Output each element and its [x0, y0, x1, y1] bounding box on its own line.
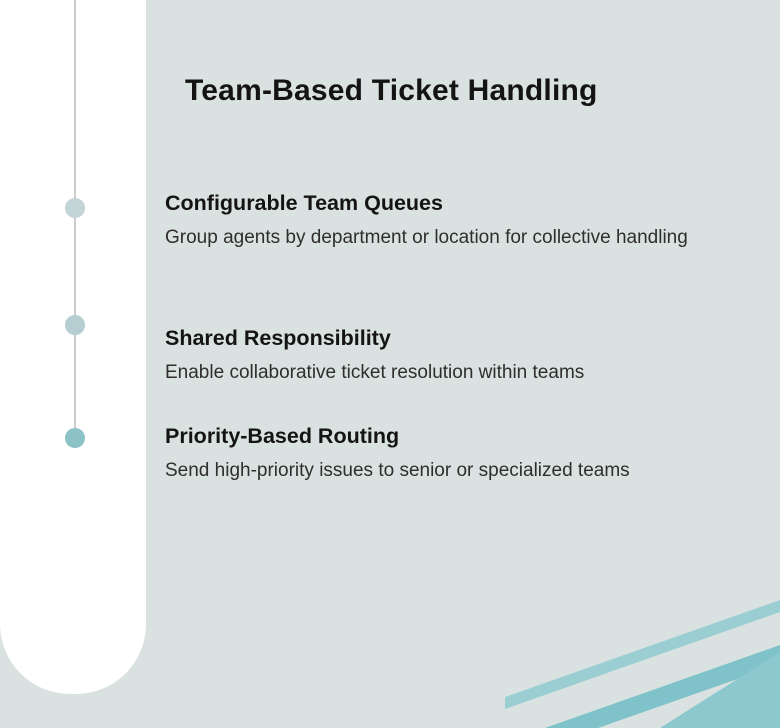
item-heading: Shared Responsibility	[165, 326, 391, 350]
item-heading: Priority-Based Routing	[165, 424, 400, 448]
corner-decoration	[505, 600, 780, 728]
deco-thick-stripe	[545, 645, 780, 728]
deco-thin-stripe	[505, 600, 780, 709]
item-description: Group agents by department or location f…	[165, 227, 688, 248]
timeline-dot-1	[65, 198, 85, 218]
timeline-dot-3	[65, 428, 85, 448]
timeline-item-1: Configurable Team Queues Group agents by…	[165, 191, 730, 253]
item-heading: Configurable Team Queues	[165, 191, 443, 215]
timeline-line	[74, 0, 76, 438]
timeline-item-3: Priority-Based Routing Send high-priorit…	[165, 424, 730, 486]
timeline-dot-2	[65, 315, 85, 335]
item-description: Enable collaborative ticket resolution w…	[165, 362, 585, 383]
timeline-item-2: Shared Responsibility Enable collaborati…	[165, 326, 730, 388]
left-panel	[0, 0, 146, 694]
item-description: Send high-priority issues to senior or s…	[165, 460, 630, 481]
page-title: Team-Based Ticket Handling	[185, 74, 598, 107]
deco-corner-triangle	[660, 652, 780, 728]
